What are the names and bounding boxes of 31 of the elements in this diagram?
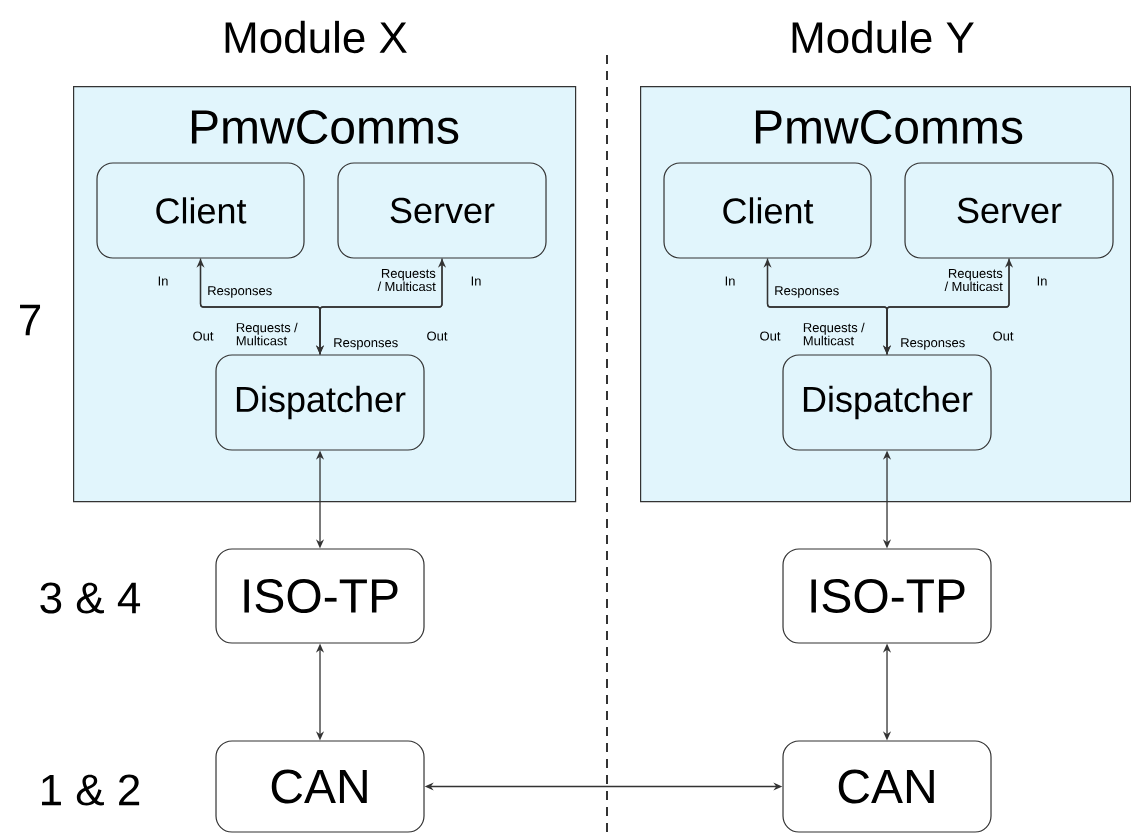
- direction-label: Out: [193, 331, 214, 341]
- module-heading: Module Y: [792, 20, 974, 54]
- layer-box: Server: [337, 162, 547, 259]
- layer-box: CAN: [782, 740, 992, 833]
- edge-label: Requests / Multicast: [236, 322, 298, 346]
- layer-box: ISO-TP: [215, 548, 425, 644]
- edge-label: Responses: [334, 338, 398, 350]
- module-heading: Module X: [225, 20, 407, 54]
- layer-number: 3 & 4: [40, 582, 141, 614]
- layer-number: 1 & 2: [42, 774, 140, 806]
- layer-box: Server: [904, 162, 1114, 259]
- edge-label: Responses: [775, 286, 839, 298]
- direction-label: Out: [760, 331, 781, 341]
- layer-box: Dispatcher: [782, 354, 992, 451]
- layer-box: Dispatcher: [215, 354, 425, 451]
- direction-label: In: [725, 276, 735, 286]
- direction-label: In: [471, 276, 481, 286]
- direction-label: Out: [993, 331, 1014, 341]
- layer-box: ISO-TP: [782, 548, 992, 644]
- layer-number: 7: [20, 304, 40, 336]
- direction-label: In: [1037, 276, 1047, 286]
- edge-label: Requests / Multicast: [377, 268, 436, 292]
- edge-label: Requests / Multicast: [803, 322, 865, 346]
- direction-label: Out: [427, 331, 448, 341]
- edge-label: Requests / Multicast: [944, 268, 1003, 292]
- layer-box: Client: [663, 162, 872, 259]
- direction-label: In: [158, 276, 168, 286]
- edge-label: Responses: [208, 286, 272, 298]
- layer-box: CAN: [215, 740, 425, 833]
- layer-box: Client: [96, 162, 305, 259]
- edge-label: Responses: [901, 338, 965, 350]
